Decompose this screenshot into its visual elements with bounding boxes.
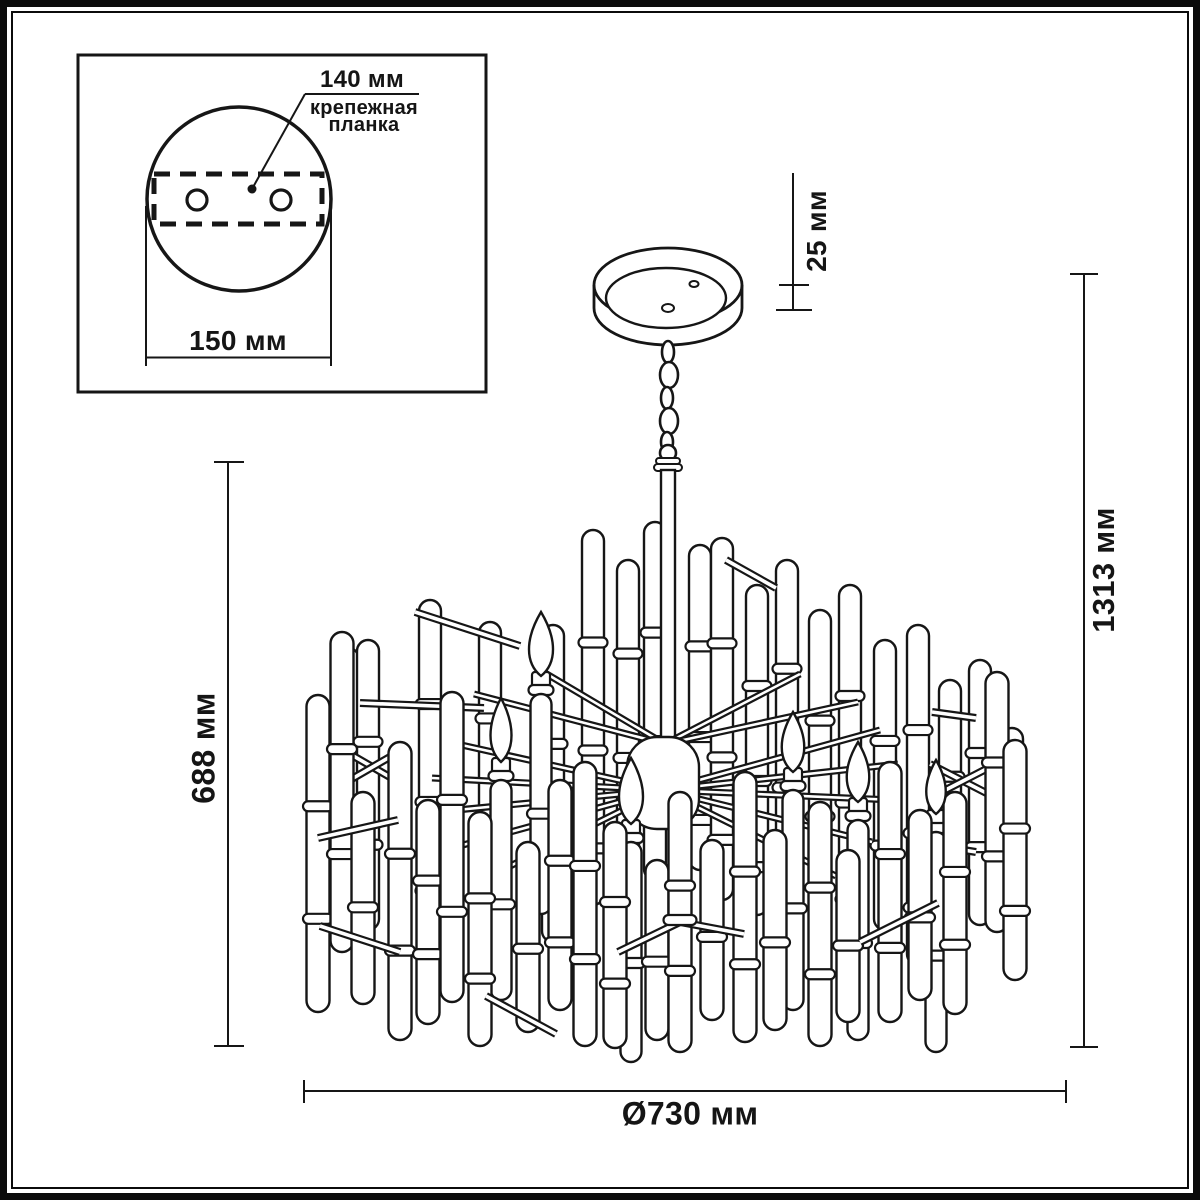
leader-dot (247, 184, 257, 194)
hanging-rod (659, 468, 677, 744)
label-diameter: Ø730 мм (621, 1095, 759, 1132)
label-total-height: 1313 мм (1086, 507, 1121, 633)
mounting-hole-left (185, 188, 209, 212)
suspension-chain (653, 339, 683, 472)
mounting-plate-dashed-outline (151, 171, 325, 227)
label-mounting-plate-line2: планка (328, 114, 400, 136)
label-mounting-plate: крепежная планка (309, 97, 419, 136)
canopy-top-view-circle (145, 105, 333, 293)
chandelier-body-front-tubes (301, 630, 1032, 1054)
label-plate-hole-spacing: 140 мм (319, 66, 405, 93)
label-body-height: 688 мм (185, 692, 222, 804)
canopy-hole-large (661, 303, 675, 313)
ceiling-canopy (592, 246, 744, 347)
canopy-hole-small (688, 280, 700, 288)
label-mounting-plate-line1: крепежная (309, 97, 419, 119)
label-canopy-height: 25 мм (801, 190, 832, 272)
dimension-lines (214, 173, 1098, 1103)
label-plate-width: 150 мм (189, 325, 287, 356)
candle-bulbs (489, 609, 947, 826)
mounting-plate-inset (76, 53, 488, 394)
mounting-hole-right (269, 188, 293, 212)
chandelier-front-arms (317, 816, 940, 1038)
inner-frame (11, 11, 1189, 1189)
